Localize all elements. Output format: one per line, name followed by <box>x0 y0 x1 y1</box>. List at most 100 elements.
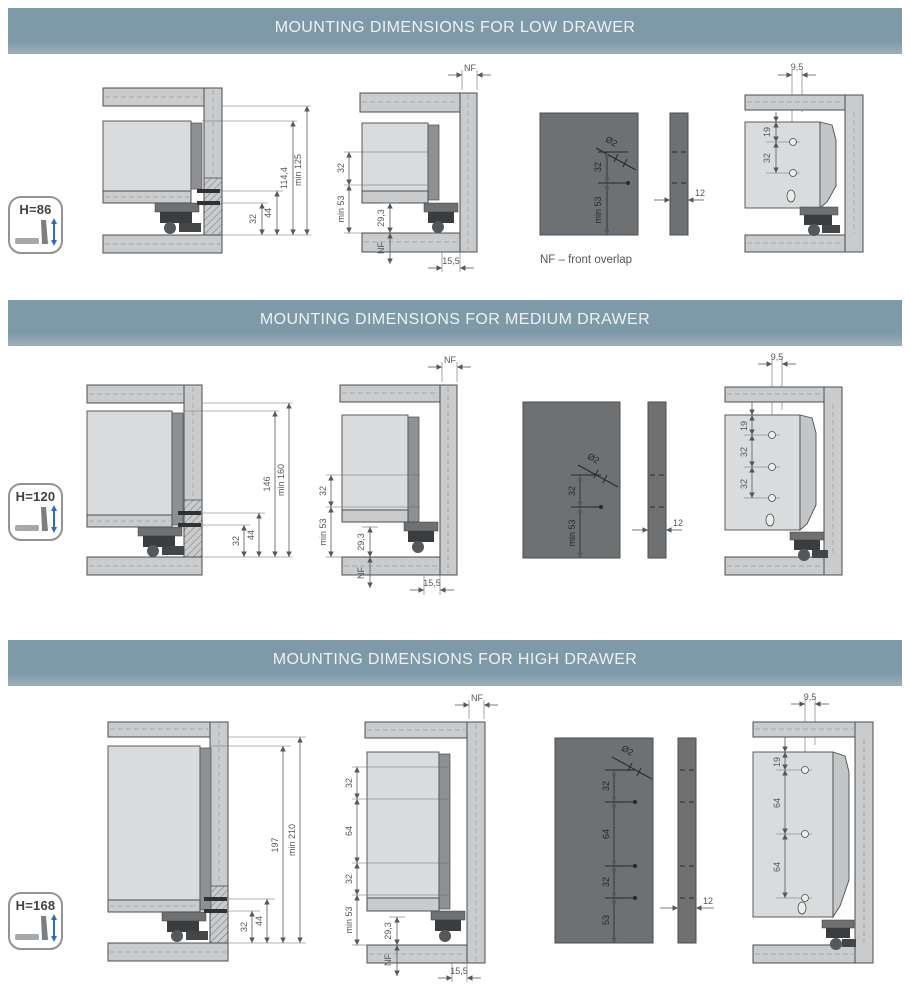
mounting-slot <box>786 189 796 203</box>
dim-label: 64 <box>344 826 354 836</box>
section-title-medium: MOUNTING DIMENSIONS FOR MEDIUM DRAWER <box>259 311 651 328</box>
front-mount-dimensions: NF 32 min 53 29,3 NF 15,5 <box>318 355 471 595</box>
drawer-rail <box>190 122 203 190</box>
badge-label: H=120 <box>15 489 56 504</box>
front-panel <box>439 384 458 576</box>
dim-label: 114,4 <box>279 167 289 189</box>
high-drawer-drawings: 32 44 197 min 210 NF <box>107 692 874 982</box>
dim-label: 197 <box>270 837 280 852</box>
front-mount-drawing: NF 32 min 53 29,3 NF 15,5 <box>318 355 471 595</box>
dim-label: NF <box>471 693 483 703</box>
slide-mechanism <box>403 521 439 553</box>
mounting-slot <box>797 901 807 915</box>
dim-label: NF <box>376 242 386 254</box>
dim-label: min 53 <box>336 195 346 222</box>
section-header-low: MOUNTING DIMENSIONS FOR LOW DRAWER <box>8 8 902 54</box>
front-panel-face <box>554 737 654 944</box>
dim-label: 32 <box>336 163 346 173</box>
dim-label: 19 <box>772 757 782 767</box>
drawer-back <box>86 410 173 516</box>
inner-side-drawing: 9,5 19 64 64 <box>752 692 874 964</box>
front-mount-drawing: NF 32 min 53 29,3 NF 15,5 <box>336 63 491 272</box>
drawer-front-profile <box>819 121 837 209</box>
mounting-hole <box>789 138 797 146</box>
drawer-front-profile <box>832 751 850 919</box>
cross-section-dimensions: 32 44 146 min 160 <box>183 402 293 558</box>
drawer-height-badge-high: H=168 <box>8 892 63 950</box>
cross-section-dimensions: 32 44 197 min 210 <box>211 736 306 944</box>
cross-section-drawing: 32 44 146 min 160 <box>86 384 293 576</box>
section-title-high: MOUNTING DIMENSIONS FOR HIGH DRAWER <box>272 651 638 668</box>
front-panel-face <box>539 112 639 236</box>
dim-label: 32 <box>567 486 577 496</box>
dim-label: 29,3 <box>376 209 386 227</box>
drawer-side-panel <box>724 414 801 531</box>
dim-label: min 53 <box>567 519 577 546</box>
dim-label: 15,5 <box>442 256 460 266</box>
dim-label: 12 <box>673 518 683 528</box>
cross-section-drawing: 32 44 197 min 210 <box>107 721 306 962</box>
dim-label: NF <box>464 63 476 73</box>
mounting-screw <box>197 189 220 193</box>
section-header-high: MOUNTING DIMENSIONS FOR HIGH DRAWER <box>8 640 902 686</box>
mounting-hole <box>768 431 776 439</box>
mounting-screw <box>204 897 227 901</box>
dim-label: 19 <box>762 127 772 137</box>
inner-side-dimensions: 19 64 64 <box>772 737 788 898</box>
dim-label: 44 <box>246 530 256 540</box>
front-mount-dimensions: NF 32 min 53 29,3 NF 15,5 <box>336 63 491 272</box>
dim-label: 32 <box>601 781 611 791</box>
section-title-low: MOUNTING DIMENSIONS FOR LOW DRAWER <box>274 19 636 36</box>
dim-label: 15,5 <box>423 578 441 588</box>
dim-label: 9,5 <box>771 352 784 362</box>
front-panel-edge-view: 12 <box>654 112 705 236</box>
dim-label: min 53 <box>593 196 603 223</box>
mounting-hole <box>801 766 809 774</box>
mounting-hole <box>768 463 776 471</box>
drawer-front-profile <box>799 414 817 531</box>
slide-mechanism <box>154 202 201 234</box>
drawer-rail <box>438 753 451 910</box>
cross-section-drawing: 32 44 114,4 min 125 <box>102 87 311 254</box>
inner-side-dimensions: 19 32 32 <box>739 402 755 498</box>
dim-label: 146 <box>262 476 272 491</box>
drawer-back <box>107 745 201 901</box>
inner-side-dimensions: 19 32 <box>762 112 779 173</box>
dim-label: 19 <box>739 421 749 431</box>
drawer-profile-icon <box>14 914 57 942</box>
dim-label: min 160 <box>276 464 286 496</box>
front-panel <box>466 721 486 964</box>
drawer-back <box>102 120 192 192</box>
dim-label: 32 <box>593 162 603 172</box>
dim-label: 9,5 <box>804 692 817 702</box>
dim-label: min 53 <box>318 518 328 545</box>
dim-label: 32 <box>344 778 354 788</box>
front-mount-dimensions: NF 32 64 32 min 53 29,3 NF 15,5 <box>344 693 498 982</box>
slide-mechanism <box>137 526 184 557</box>
inner-side-drawing: 9,5 19 32 32 <box>724 352 843 576</box>
nf-legend-note: NF – front overlap <box>540 254 632 266</box>
mounting-screw <box>204 909 227 913</box>
slide-mechanism <box>161 911 208 942</box>
dim-label: 64 <box>772 862 782 872</box>
front-mount-drawing: NF 32 64 32 min 53 29,3 NF 15,5 <box>344 693 498 982</box>
drawer-height-badge-low: H=86 <box>8 196 63 254</box>
medium-drawer-drawings: 32 44 146 min 160 NF <box>86 352 843 595</box>
dim-label: 32 <box>248 214 258 224</box>
drawer-rail <box>199 747 212 911</box>
drawer-back <box>341 414 409 511</box>
drawer-profile-icon <box>14 218 57 246</box>
front-panel-edge-view: 12 <box>632 401 683 559</box>
front-panel-edge-view: 12 <box>660 737 714 944</box>
mounting-screw <box>178 511 201 515</box>
mounting-hole <box>801 894 809 902</box>
dim-label: min 210 <box>287 824 297 856</box>
dim-label: NF <box>356 567 366 579</box>
badge-label: H=168 <box>15 898 56 913</box>
dim-label: 44 <box>254 916 264 926</box>
front-panel-face-drawing: Ø2 32 min 53 12 NF – front overlap <box>539 112 705 266</box>
drawer-side-panel <box>744 121 821 209</box>
cross-section-dimensions: 32 44 114,4 min 125 <box>202 105 311 236</box>
drawer-profile-icon <box>14 505 57 533</box>
dim-label: 15,5 <box>450 966 468 976</box>
